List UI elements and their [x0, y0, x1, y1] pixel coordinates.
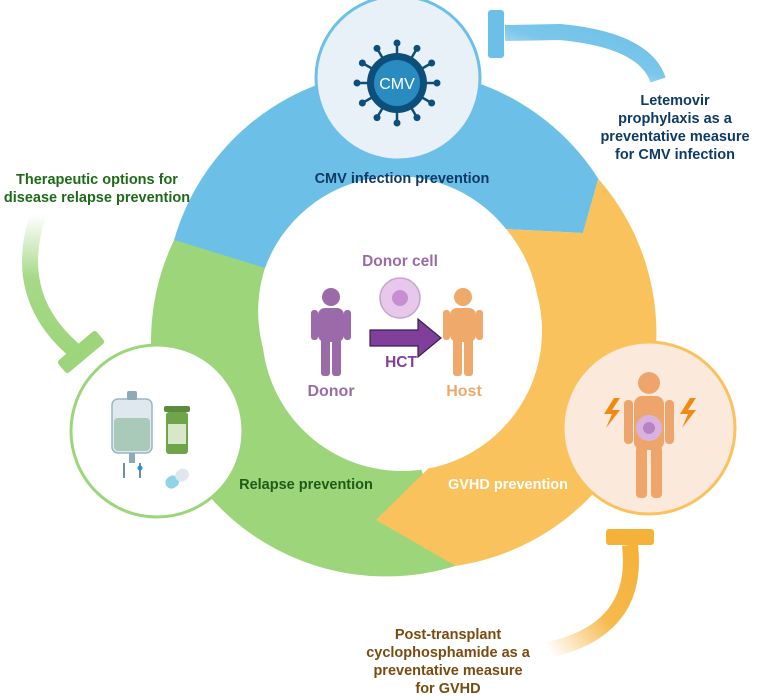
donor-label: Donor: [307, 383, 355, 400]
virus-spike-tip: [428, 59, 436, 67]
virus-label: CMV: [379, 76, 415, 93]
virus-spike-tip: [358, 99, 366, 107]
donor-cell-label: Donor cell: [362, 253, 438, 270]
cmv-note: Letemovir prophylaxis as a preventative …: [585, 92, 765, 164]
relapse-inhibitor: [22, 212, 105, 373]
gvhd-badge: [561, 340, 737, 516]
cmv-badge: CMV: [314, 0, 482, 162]
hct-label: HCT: [385, 354, 417, 371]
cmv-inhibitor: [488, 10, 666, 83]
donor-person-icon: [311, 288, 351, 376]
capsule-icon: [165, 468, 189, 489]
cmv-note-line: Letemovir: [640, 93, 710, 109]
relapse-note: Therapeutic options for disease relapse …: [0, 171, 194, 207]
gvhd-note-line: Post-transplant: [394, 627, 502, 643]
relapse-badge: [69, 343, 245, 519]
virus-spike-tip: [393, 119, 401, 127]
transplant-center: [311, 277, 483, 376]
gvhd-note-line: for GVHD: [415, 681, 481, 697]
gvhd-inhibitor: [546, 529, 654, 658]
virus-icon: [353, 39, 441, 127]
cmv-segment-label: CMV infection prevention: [314, 171, 490, 187]
iv-bag-icon: [111, 391, 153, 478]
lightning-icon: [604, 398, 696, 428]
virus-spike-tip: [428, 99, 436, 107]
virus-spike-tip: [413, 114, 421, 122]
cmv-note-line: preventative measure: [600, 129, 750, 145]
gvhd-note: Post-transplant cyclophosphamide as a pr…: [350, 626, 546, 698]
patient-gvhd-icon: [624, 372, 674, 498]
virus-spike-tip: [393, 39, 401, 47]
virus-spike-tip: [373, 44, 381, 52]
relapse-segment-label: Relapse prevention: [239, 477, 373, 493]
pill-bottle-icon: [164, 406, 190, 454]
virus-spike-tip: [373, 114, 381, 122]
virus-spike-tip: [413, 44, 421, 52]
relapse-note-line: disease relapse prevention: [3, 190, 191, 206]
relapse-segment: [151, 204, 456, 577]
host-label: Host: [446, 383, 482, 400]
virus-spike-tip: [433, 79, 441, 87]
gvhd-note-line: cyclophosphamide as a: [366, 645, 530, 661]
cmv-segment: [174, 69, 599, 268]
host-person-icon: [443, 288, 483, 376]
cmv-note-line: prophylaxis as a: [618, 111, 732, 127]
virus-spike-tip: [358, 59, 366, 67]
arrow-right-icon: [369, 317, 442, 359]
relapse-note-line: Therapeutic options for: [16, 172, 178, 188]
virus-spike-tip: [353, 79, 361, 87]
cmv-note-line: for CMV infection: [614, 147, 736, 163]
donor-cell-icon: [379, 277, 421, 319]
gvhd-segment-label: GVHD prevention: [447, 477, 569, 493]
gvhd-note-line: preventative measure: [373, 663, 523, 679]
